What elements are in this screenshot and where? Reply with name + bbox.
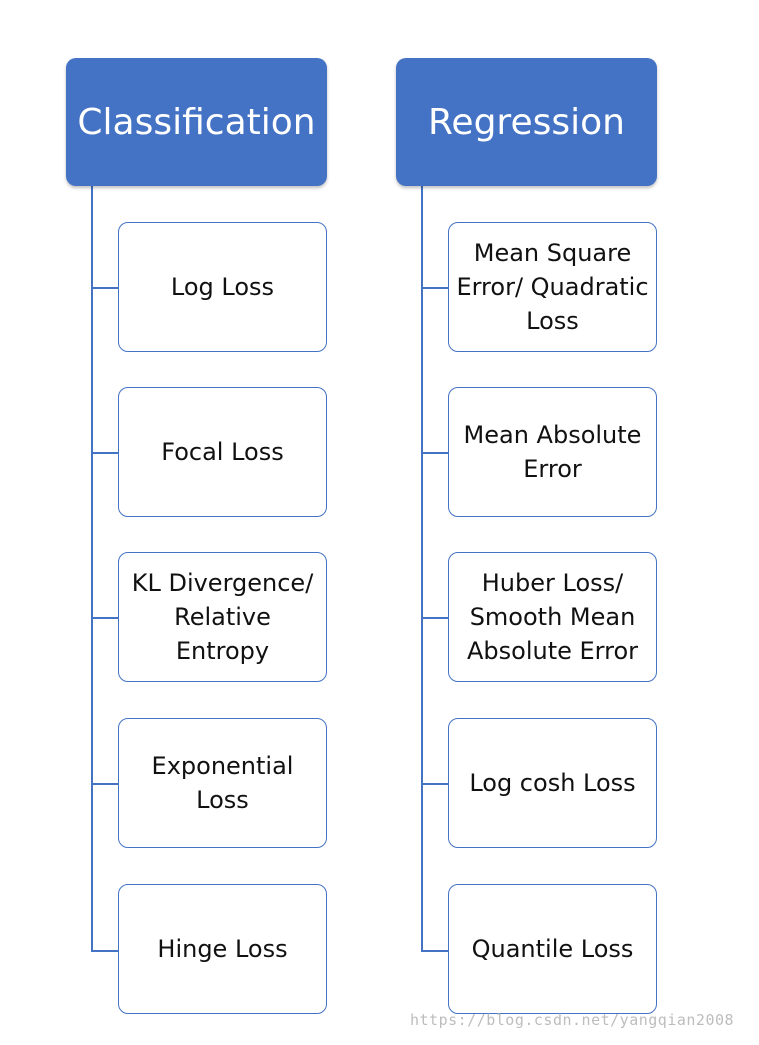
regression-connector-2 <box>421 452 448 454</box>
regression-connector-3 <box>421 617 448 619</box>
regression-header: Regression <box>396 58 657 186</box>
classification-connector-2 <box>91 452 118 454</box>
watermark-text: https://blog.csdn.net/yangqian2008 <box>410 1011 735 1029</box>
classification-item-kl-divergence: KL Divergence/ Relative Entropy <box>118 552 327 682</box>
regression-item-quantile-loss: Quantile Loss <box>448 884 657 1014</box>
regression-connector-1 <box>421 287 448 289</box>
classification-header: Classification <box>66 58 327 186</box>
classification-item-hinge-loss: Hinge Loss <box>118 884 327 1014</box>
regression-connector-4 <box>421 783 448 785</box>
regression-connector-trunk <box>421 186 423 952</box>
regression-item-log-cosh-loss: Log cosh Loss <box>448 718 657 848</box>
classification-connector-4 <box>91 783 118 785</box>
regression-item-mean-square-error: Mean Square Error/ Quadratic Loss <box>448 222 657 352</box>
classification-connector-3 <box>91 617 118 619</box>
classification-item-focal-loss: Focal Loss <box>118 387 327 517</box>
regression-item-mean-absolute-error: Mean Absolute Error <box>448 387 657 517</box>
classification-connector-5 <box>91 950 118 952</box>
regression-item-huber-loss: Huber Loss/ Smooth Mean Absolute Error <box>448 552 657 682</box>
classification-connector-trunk <box>91 186 93 952</box>
classification-connector-1 <box>91 287 118 289</box>
classification-item-exponential-loss: Exponential Loss <box>118 718 327 848</box>
classification-item-log-loss: Log Loss <box>118 222 327 352</box>
regression-connector-5 <box>421 950 448 952</box>
